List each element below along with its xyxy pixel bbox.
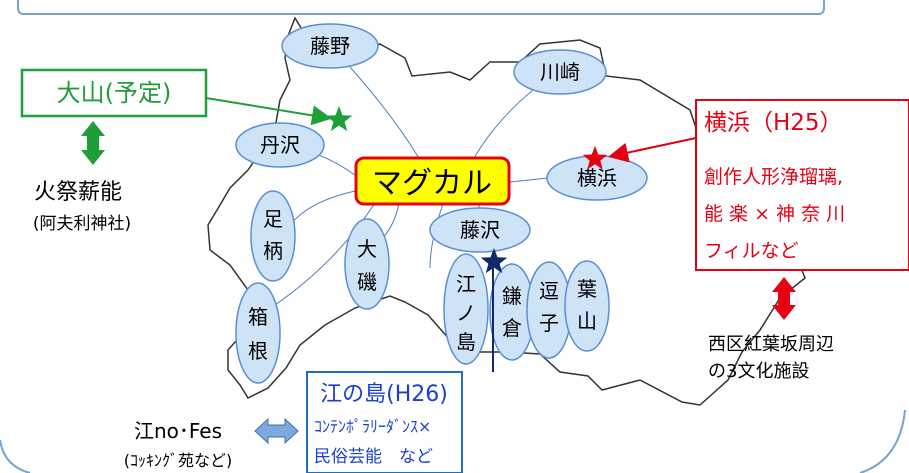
oyama-title: 大山(予定) [57, 79, 172, 107]
region-hayama-char1: 葉 [577, 277, 597, 301]
region-tanzawa: 丹沢 [235, 122, 325, 168]
region-oiso-char1: 大 [357, 237, 377, 261]
region-enoshima-char2: ノ [456, 301, 476, 325]
region-kamakura-char1: 鎌 [502, 284, 522, 308]
region-hayama-char2: 山 [577, 309, 597, 333]
region-yokohama-label: 横浜 [577, 166, 617, 190]
region-hayama: 葉 山 [564, 260, 610, 352]
enoshima-callout: 江の島(H26) ｺﾝﾃﾝﾎﾟﾗﾘｰﾀﾞﾝｽ× 民俗芸能 など 江no･Fes … [124, 248, 508, 473]
region-kamakura: 鎌 倉 [489, 263, 535, 361]
region-fujino: 藤野 [281, 23, 379, 69]
yokohama-title: 横浜（H25） [704, 110, 843, 136]
region-fujino-label: 藤野 [310, 34, 350, 58]
enoshima-left-sub: (ｺｯｷﾝｸﾞ苑など) [124, 451, 233, 470]
yokohama-star-icon [582, 146, 608, 170]
enoshima-title: 江の島(H26) [320, 382, 448, 407]
enoshima-line-2: 民俗芸能 など [314, 447, 433, 467]
region-enoshima-char1: 江 [456, 272, 476, 296]
region-fujisawa-label: 藤沢 [460, 218, 500, 242]
bottom-left-frame [0, 439, 31, 473]
region-oiso-char2: 磯 [357, 270, 377, 294]
oyama-event-sub: (阿夫利神社) [33, 214, 131, 234]
yokohama-below-2: の3文化施設 [708, 361, 809, 382]
region-enoshima: 江 ノ 島 [443, 253, 489, 365]
enoshima-line-1: ｺﾝﾃﾝﾎﾟﾗﾘｰﾀﾞﾝｽ× [314, 417, 431, 436]
region-kawasaki: 川崎 [513, 49, 607, 95]
yokohama-line-1: 創作人形浄瑠璃, [704, 166, 843, 188]
center-label: マグカル [372, 166, 492, 201]
enoshima-star-icon [480, 248, 508, 274]
region-oiso: 大 磯 [344, 218, 390, 310]
enoshima-left-main: 江no･Fes [134, 419, 222, 443]
oyama-event-main: 火祭薪能 [34, 180, 122, 205]
region-tanzawa-label: 丹沢 [260, 133, 300, 157]
region-ashigara-char2: 柄 [263, 239, 283, 263]
oyama-callout: 大山(予定) 火祭薪能 (阿夫利神社) [20, 68, 353, 234]
region-zushi-char1: 逗 [539, 279, 559, 303]
region-hakone: 箱 根 [235, 282, 281, 384]
yokohama-callout: 横浜（H25） 創作人形浄瑠璃, 能 楽 × 神 奈 川 フィルなど 西区紅葉坂… [582, 99, 909, 382]
region-fujisawa: 藤沢 [429, 207, 531, 253]
region-ashigara: 足 柄 [250, 190, 296, 282]
yokohama-double-arrow-icon [772, 277, 796, 320]
region-kamakura-char2: 倉 [502, 316, 522, 340]
top-frame [17, 0, 825, 15]
yokohama-line-2: 能 楽 × 神 奈 川 [704, 203, 845, 225]
oyama-double-arrow-icon [81, 121, 105, 165]
yokohama-arrow [608, 137, 697, 163]
center-magukaru: マグカル [354, 156, 511, 206]
region-zushi-char2: 子 [539, 311, 559, 335]
yokohama-line-3: フィルなど [704, 240, 799, 262]
oyama-arrow [205, 97, 332, 126]
region-hakone-char2: 根 [248, 339, 268, 363]
region-hakone-char1: 箱 [248, 305, 268, 329]
region-enoshima-char3: 島 [456, 330, 476, 354]
bottom-right-frame [859, 409, 906, 473]
enoshima-double-arrow-icon [254, 417, 299, 445]
region-ashigara-char1: 足 [263, 207, 283, 231]
region-kawasaki-label: 川崎 [540, 60, 580, 84]
yokohama-below-1: 西区紅葉坂周辺 [708, 334, 834, 355]
oyama-star-icon [325, 106, 353, 132]
